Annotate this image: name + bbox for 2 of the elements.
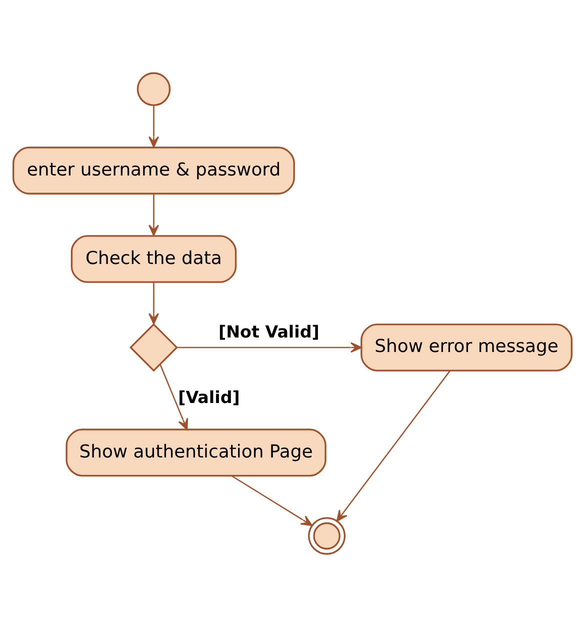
edge-label: [Not Valid] xyxy=(218,322,320,342)
edge-label: [Valid] xyxy=(178,388,240,408)
